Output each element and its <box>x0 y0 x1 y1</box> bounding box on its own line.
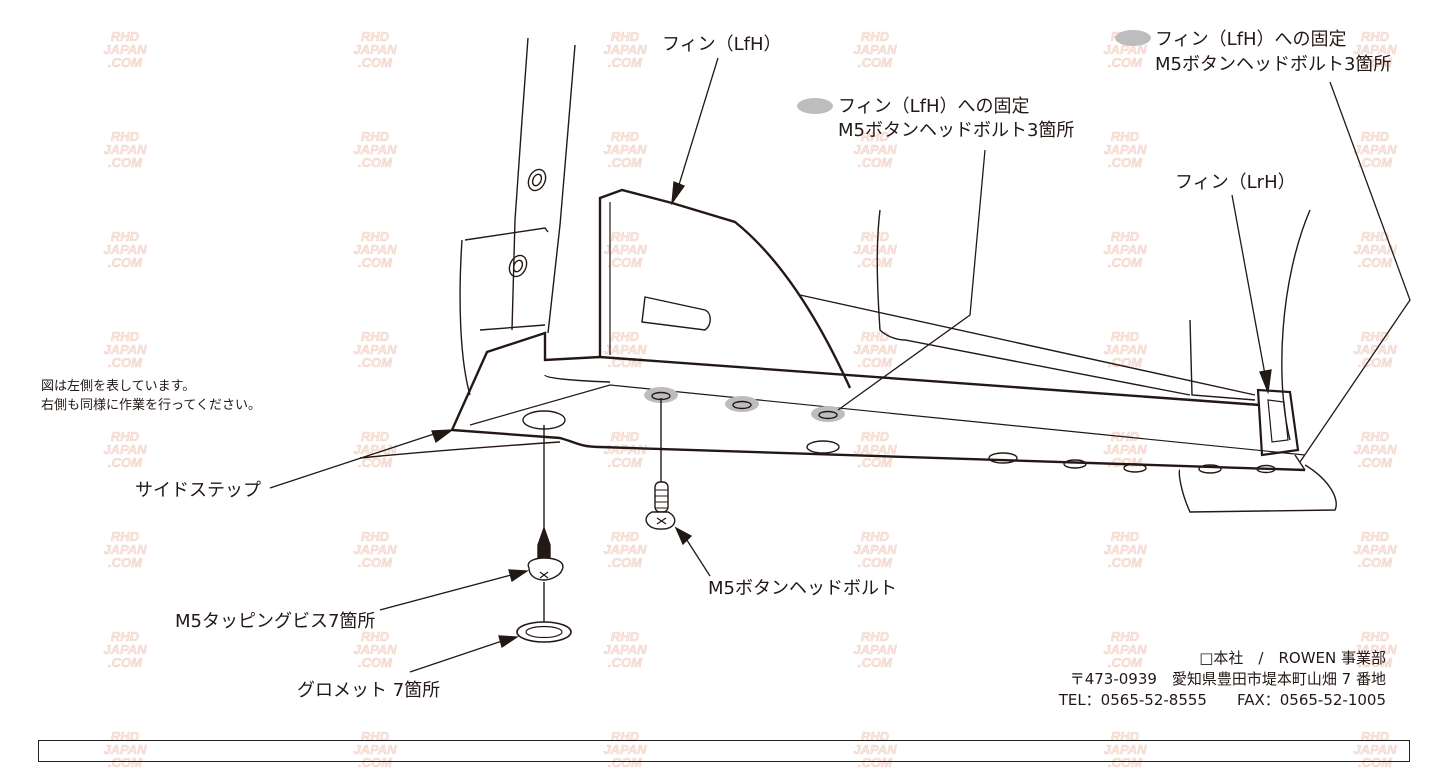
label-fin-lfh-fixing-2: フィン（LfH）への固定 <box>1155 29 1347 50</box>
label-tapping-screw: M5タッピングビス7箇所 <box>175 611 376 632</box>
address-phone-fax: TEL：0565-52-8555 FAX：0565-52-1005 <box>1058 691 1386 709</box>
fin-lrh-shape <box>1256 388 1300 457</box>
address-postal: 〒473-0939 愛知県豊田市堤本町山畑 7 番地 <box>1069 670 1386 688</box>
highlight-legend-dot <box>797 98 833 114</box>
label-fin-lfh-fixing-1-bolts: M5ボタンヘッドボルト3箇所 <box>838 120 1075 141</box>
highlight-legend-dot <box>1115 30 1151 46</box>
label-grommet: グロメット 7箇所 <box>297 680 441 701</box>
bottom-frame-border <box>38 740 1410 762</box>
side-step-shape <box>359 331 1306 472</box>
m5-tapping-screw <box>527 425 564 622</box>
grommet-part <box>516 621 572 643</box>
bolt-positions-highlighted <box>644 387 845 422</box>
label-m5-bolt: M5ボタンヘッドボルト <box>708 578 897 599</box>
leader-lines <box>269 57 1411 673</box>
m5-button-head-bolt <box>645 398 676 530</box>
label-fin-lfh-fixing-1: フィン（LfH）への固定 <box>838 96 1030 117</box>
label-fin-lfh: フィン（LfH） <box>662 34 782 55</box>
label-side-step: サイドステップ <box>135 480 261 501</box>
note-line-2: 右側も同様に作業を行ってください。 <box>41 398 261 413</box>
label-fin-lrh: フィン（LrH） <box>1175 172 1296 193</box>
label-fin-lfh-fixing-2-bolts: M5ボタンヘッドボルト3箇所 <box>1155 54 1392 75</box>
car-body-outline <box>459 37 1337 513</box>
note-line-1: 図は左側を表しています。 <box>41 379 196 394</box>
side-step-diagram <box>269 30 1411 673</box>
address-company: □本社 / ROWEN 事業部 <box>1199 649 1386 667</box>
fin-lfh-shape <box>598 188 852 389</box>
grommet-holes <box>522 410 1276 474</box>
